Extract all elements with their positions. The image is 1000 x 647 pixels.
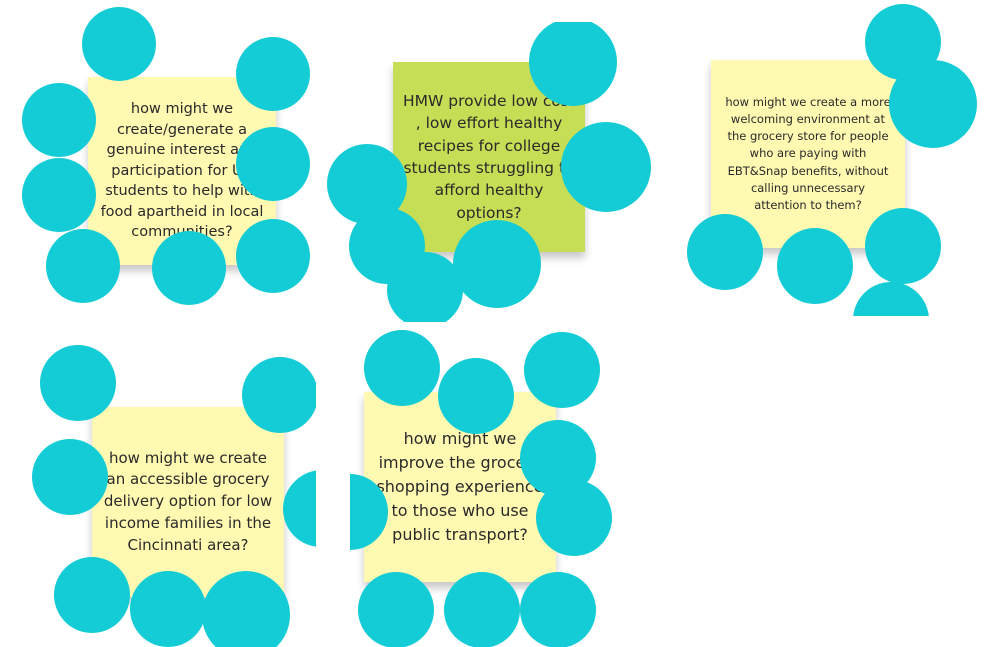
vote-dot[interactable]: [130, 571, 206, 647]
vote-dot[interactable]: [387, 252, 463, 322]
vote-dot[interactable]: [520, 572, 596, 647]
vote-dot[interactable]: [865, 208, 941, 284]
vote-dot[interactable]: [22, 158, 96, 232]
vote-dot[interactable]: [358, 572, 434, 647]
vote-dot[interactable]: [889, 60, 977, 148]
vote-dot[interactable]: [46, 229, 120, 303]
vote-dot[interactable]: [22, 83, 96, 157]
sticky-group-3: how might we create a more welcoming env…: [685, 0, 985, 316]
vote-dot[interactable]: [152, 231, 226, 305]
vote-dot[interactable]: [364, 330, 440, 406]
sticky-group-1: how might we create/generate a genuine i…: [20, 5, 320, 305]
sticky-note-1-text: how might we create/generate a genuine i…: [100, 100, 264, 240]
vote-dot[interactable]: [561, 122, 651, 212]
vote-dot[interactable]: [54, 557, 130, 633]
sticky-note-5-text: how might we improve the grocery shoppin…: [376, 429, 544, 544]
vote-dot[interactable]: [236, 127, 310, 201]
vote-dot[interactable]: [236, 219, 310, 293]
vote-dot[interactable]: [438, 358, 514, 434]
sticky-group-4: how might we create an accessible grocer…: [20, 335, 316, 647]
vote-dot[interactable]: [524, 332, 600, 408]
vote-dot[interactable]: [284, 470, 316, 546]
sticky-group-5: how might we improve the grocery shoppin…: [350, 328, 650, 647]
sticky-note-2-text: HMW provide low cost , low effort health…: [403, 91, 575, 222]
vote-dot[interactable]: [529, 22, 617, 106]
sticky-note-3[interactable]: how might we create a more welcoming env…: [711, 60, 905, 248]
vote-dot[interactable]: [777, 228, 853, 304]
vote-dot[interactable]: [687, 214, 763, 290]
sticky-note-4[interactable]: how might we create an accessible grocer…: [92, 407, 284, 597]
vote-dot[interactable]: [453, 220, 541, 308]
vote-dot[interactable]: [536, 480, 612, 556]
vote-dot[interactable]: [40, 345, 116, 421]
vote-dot[interactable]: [202, 571, 290, 647]
vote-dot[interactable]: [242, 357, 316, 433]
vote-dot[interactable]: [853, 282, 929, 316]
vote-dot[interactable]: [236, 37, 310, 111]
vote-dot[interactable]: [444, 572, 520, 647]
vote-dot[interactable]: [82, 7, 156, 81]
vote-dot-fragment: [280, 460, 316, 550]
sticky-group-2: HMW provide low cost , low effort health…: [325, 22, 655, 322]
vote-dot[interactable]: [32, 439, 108, 515]
sticky-note-3-text: how might we create a more welcoming env…: [725, 94, 891, 213]
sticky-note-4-text: how might we create an accessible grocer…: [103, 448, 273, 554]
